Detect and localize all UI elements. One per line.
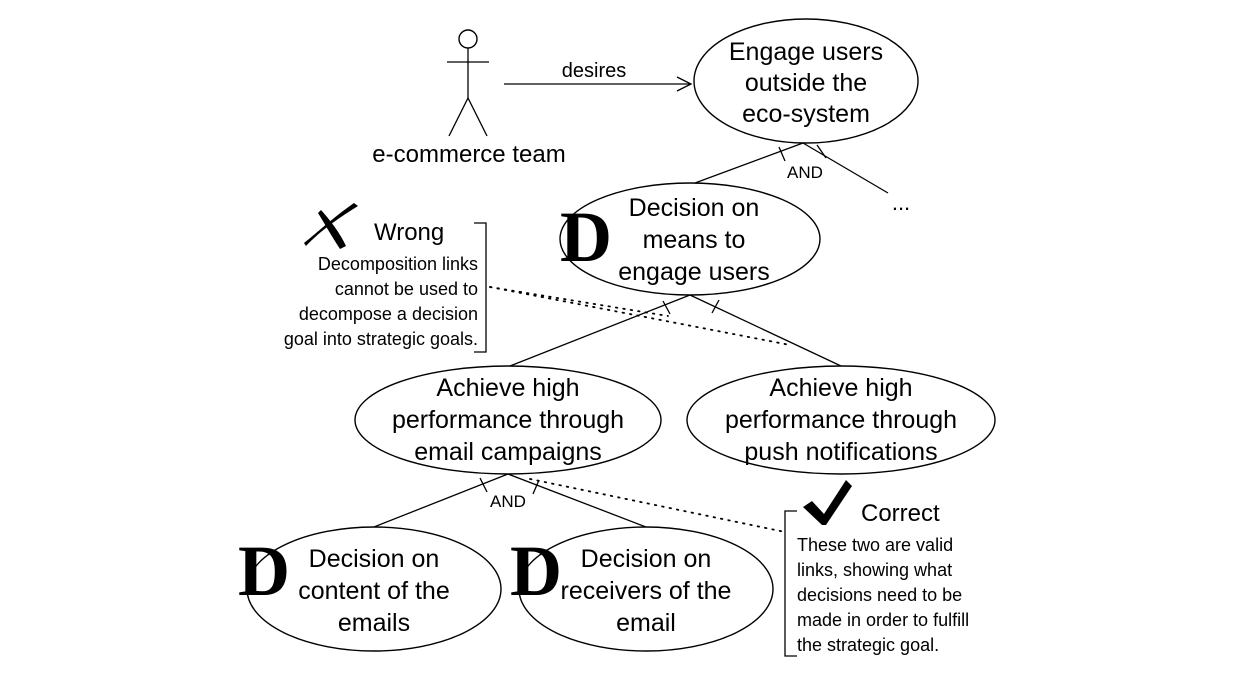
link-tick	[711, 299, 720, 314]
and-tick	[479, 477, 488, 493]
link-decision-email	[509, 294, 691, 367]
checkmark-icon	[803, 480, 852, 525]
note-line: decisions need to be	[797, 585, 962, 605]
goal-text-line: receivers of the	[561, 577, 732, 605]
wrong-note: Wrong Decomposition links cannot be used…	[284, 203, 487, 353]
goal-text-line: Decision on	[309, 545, 440, 573]
more-ellipsis: ...	[892, 190, 910, 215]
goal-text-line: eco-system	[742, 100, 870, 128]
arrow-head-icon	[676, 76, 693, 92]
goal-text-line: email	[616, 609, 676, 637]
cross-icon	[318, 210, 346, 249]
decision-mark: D	[560, 197, 612, 277]
link-tick	[662, 300, 671, 315]
and-label-bottom: AND	[490, 492, 526, 511]
goal-text-line: performance through	[725, 406, 957, 434]
and-tick	[816, 144, 827, 159]
desires-label: desires	[562, 60, 626, 82]
and-link-email-receivers	[507, 473, 647, 528]
decision-mark: D	[510, 531, 562, 611]
and-tick	[778, 146, 786, 162]
note-line: made in order to fulfill	[797, 610, 969, 630]
goal-text-line: content of the	[298, 577, 450, 605]
goal-text-line: Achieve high	[436, 374, 579, 402]
note-line: links, showing what	[797, 560, 952, 580]
goal-text-line: push notifications	[744, 438, 937, 466]
note-bracket	[784, 510, 797, 657]
goal-engage-users	[693, 18, 919, 144]
goal-text-line: email campaigns	[414, 438, 602, 466]
goal-text-line: Decision on	[581, 545, 712, 573]
note-line: cannot be used to	[335, 279, 478, 299]
goal-text-line: engage users	[618, 258, 770, 286]
stick-figure-icon	[447, 29, 489, 137]
note-line: decompose a decision	[299, 304, 478, 324]
goal-text-line: emails	[338, 609, 410, 637]
correct-note: Correct These two are valid links, showi…	[784, 480, 969, 657]
goal-text-line: Engage users	[729, 38, 883, 66]
annotation-link-wrong	[489, 286, 791, 346]
goal-text-line: means to	[643, 226, 746, 254]
correct-title: Correct	[861, 500, 940, 527]
decision-mark: D	[238, 531, 290, 611]
wrong-title: Wrong	[374, 219, 444, 246]
cross-icon	[304, 203, 358, 246]
and-link-engage-more	[802, 142, 889, 194]
note-line: Decomposition links	[318, 254, 478, 274]
note-line: the strategic goal.	[797, 635, 939, 655]
goal-text-line: Achieve high	[769, 374, 912, 402]
note-line: goal into strategic goals.	[284, 329, 478, 349]
goal-text-line: performance through	[392, 406, 624, 434]
and-link-email-content	[373, 473, 509, 528]
annotation-link-correct	[529, 478, 786, 533]
and-link-engage-decision	[694, 142, 804, 184]
and-label-top: AND	[787, 163, 823, 182]
note-line: These two are valid	[797, 535, 953, 555]
and-tick	[532, 479, 540, 495]
note-bracket	[474, 222, 487, 353]
goal-text-line: outside the	[745, 69, 867, 97]
actor-label: e-commerce team	[372, 141, 565, 168]
goal-text-line: Decision on	[629, 194, 760, 222]
